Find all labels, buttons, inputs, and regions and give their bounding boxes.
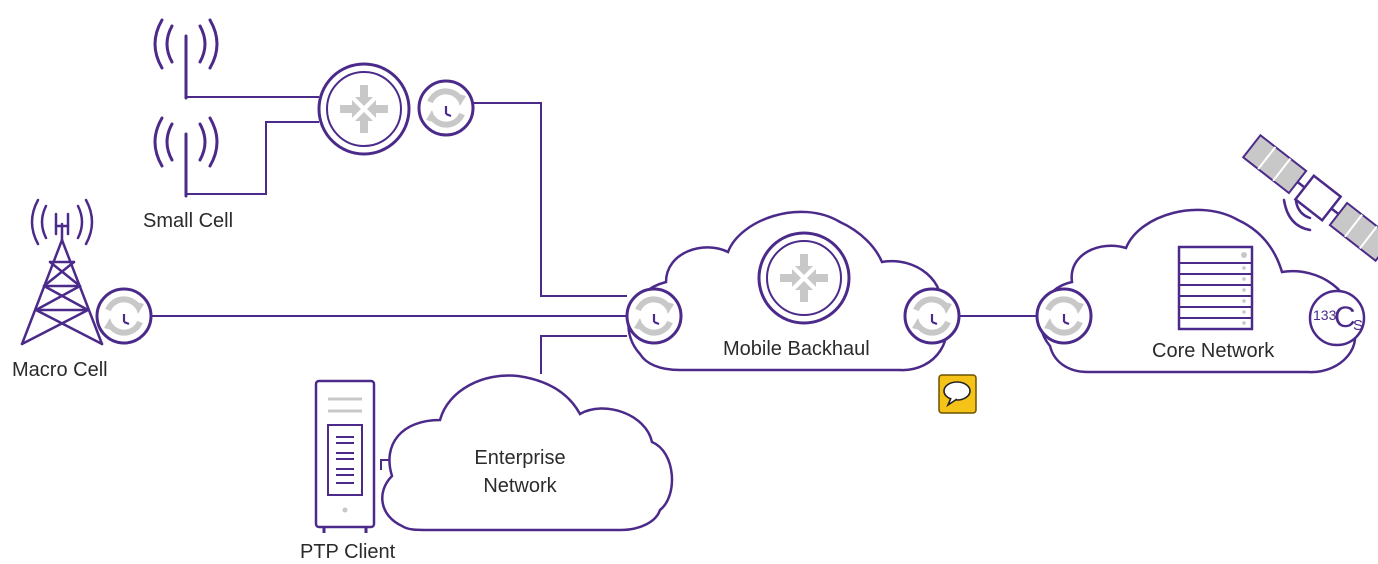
- cell-tower-icon: [20, 198, 104, 346]
- antenna-icon-top: [153, 18, 219, 100]
- router-icon-small-cell: [317, 62, 411, 156]
- enterprise-network-label: Enterprise Network: [474, 447, 566, 497]
- cesium-clock-circle: [1308, 289, 1366, 347]
- cesium-label: 133 C S: [1313, 301, 1364, 335]
- core-network-label: Core Network: [1152, 340, 1275, 362]
- mobile-backhaul-label: Mobile Backhaul: [723, 338, 870, 360]
- clock-icon-backhaul-right: [905, 289, 959, 343]
- ptp-client-label: PTP Client: [300, 541, 396, 563]
- clock-icon-small-cell: [419, 81, 473, 135]
- satellite-icon: [1241, 133, 1378, 263]
- clock-icon-backhaul-left: [627, 289, 681, 343]
- server-icon-core: [1177, 245, 1254, 331]
- antenna-icon-bottom: [153, 116, 219, 198]
- cesium-element: C: [1334, 301, 1356, 334]
- small-cell-label: Small Cell: [143, 210, 234, 232]
- clock-icon-core-left: [1037, 289, 1091, 343]
- connection-lines: [151, 96, 1036, 470]
- comment-icon[interactable]: [938, 374, 977, 414]
- server-icon-ptp-client: [314, 379, 376, 533]
- router-icon-backhaul: [757, 231, 851, 325]
- satellite-signal-icon: [1282, 198, 1312, 232]
- clock-icon-macro-cell: [97, 289, 151, 343]
- enterprise-network-cloud: [381, 374, 674, 532]
- cesium-subscript: S: [1353, 317, 1364, 334]
- cesium-mass-number: 133: [1313, 307, 1337, 323]
- macro-cell-label: Macro Cell: [12, 359, 108, 381]
